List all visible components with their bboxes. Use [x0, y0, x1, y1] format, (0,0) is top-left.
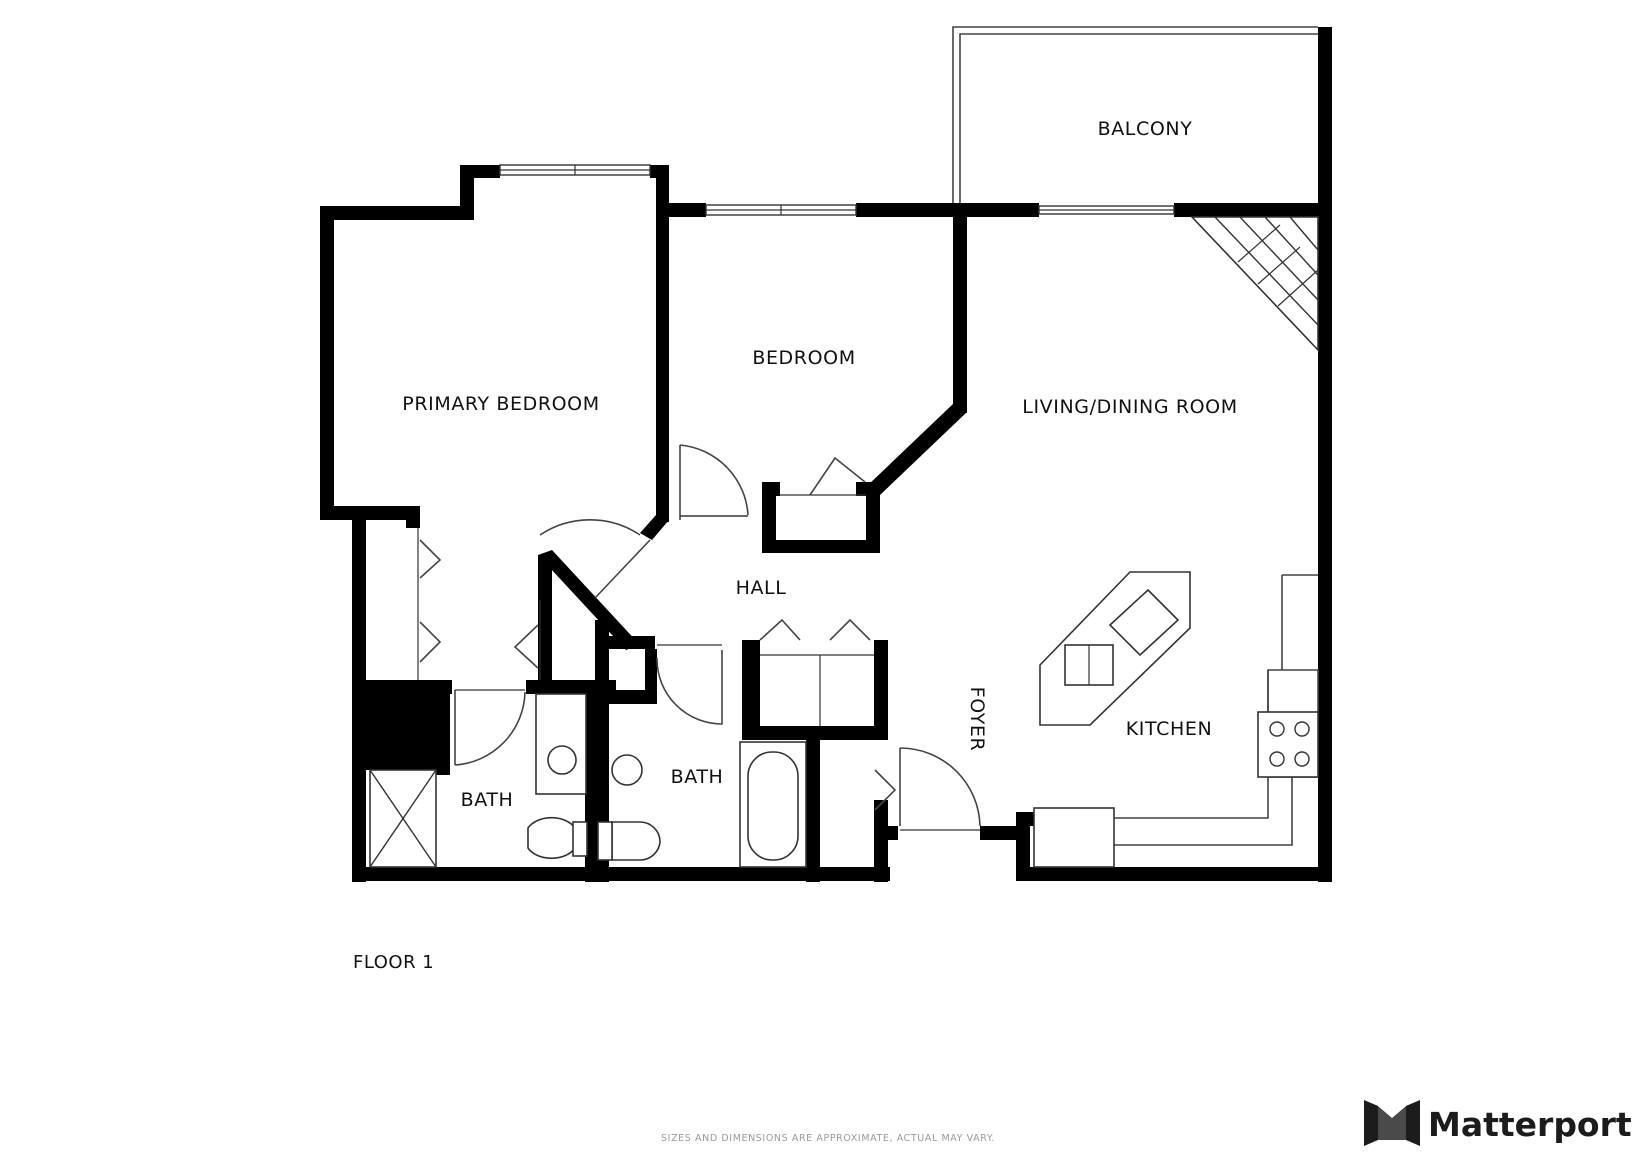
- floor-label: FLOOR 1: [353, 952, 434, 973]
- fireplace: [1190, 216, 1319, 353]
- wall: [1318, 27, 1332, 882]
- room-label-kitchen: KITCHEN: [1126, 718, 1213, 740]
- wall: [640, 515, 669, 540]
- room-label-bath-right: BATH: [671, 766, 724, 788]
- wall: [806, 740, 820, 882]
- wall: [320, 206, 334, 520]
- wall: [874, 640, 888, 740]
- wall: [953, 203, 967, 413]
- disclaimer-text: SIZES AND DIMENSIONS ARE APPROXIMATE, AC…: [661, 1133, 995, 1144]
- walls: [320, 27, 1332, 882]
- wall: [856, 482, 880, 496]
- room-label-bath-left: BATH: [461, 789, 514, 811]
- wall: [538, 550, 640, 650]
- wall: [460, 165, 500, 178]
- kitchen-island: [1039, 571, 1191, 726]
- wall: [320, 506, 420, 520]
- wall: [595, 636, 655, 649]
- wall: [595, 690, 657, 704]
- wall: [320, 206, 474, 220]
- wall: [980, 826, 1020, 840]
- doors: [417, 444, 981, 831]
- wall: [538, 555, 552, 680]
- wall: [406, 506, 420, 528]
- toilet: [527, 816, 576, 860]
- wall: [742, 726, 888, 740]
- wall: [352, 867, 890, 881]
- room-label-balcony: BALCONY: [1098, 118, 1193, 140]
- wall: [1174, 203, 1332, 217]
- matterport-brand: Matterport: [1428, 1105, 1632, 1144]
- wall: [762, 540, 880, 553]
- wall: [874, 826, 898, 840]
- room-label-hall: HALL: [736, 577, 787, 599]
- toilet-tank: [572, 821, 588, 857]
- sink: [547, 745, 577, 775]
- wall: [645, 649, 657, 704]
- wall: [656, 165, 669, 522]
- wall: [866, 404, 967, 495]
- room-label-living-dining: LIVING/DINING ROOM: [1022, 396, 1237, 418]
- windows: [499, 164, 1175, 216]
- toilet: [611, 821, 661, 861]
- wall: [953, 203, 1039, 217]
- toilet-tank: [597, 821, 613, 861]
- room-label-primary-bedroom: PRIMARY BEDROOM: [402, 393, 599, 415]
- vanity: [535, 693, 587, 795]
- room-labels: BALCONY PRIMARY BEDROOM BEDROOM LIVING/D…: [402, 118, 1237, 811]
- matterport-logo-icon: [1364, 1100, 1420, 1146]
- wall: [1016, 812, 1034, 826]
- wall: [742, 640, 760, 740]
- stove: [1257, 711, 1319, 778]
- kitchen-fixtures: [1033, 571, 1319, 868]
- sink: [611, 754, 643, 786]
- wall: [762, 482, 776, 552]
- tub-basin: [747, 751, 799, 861]
- room-label-foyer: FOYER: [966, 687, 988, 752]
- balcony-area: [952, 26, 1318, 205]
- wall: [352, 680, 444, 770]
- wall: [460, 165, 474, 220]
- wall: [656, 203, 706, 217]
- refrigerator: [1033, 807, 1115, 868]
- wall: [436, 680, 450, 775]
- wall: [856, 203, 956, 217]
- bath-fixtures: [369, 693, 807, 868]
- wall: [1016, 867, 1332, 881]
- island-counter: [1108, 588, 1180, 657]
- room-label-bedroom: BEDROOM: [752, 347, 855, 369]
- wall: [585, 680, 597, 882]
- wall: [866, 482, 880, 552]
- wall: [874, 800, 888, 882]
